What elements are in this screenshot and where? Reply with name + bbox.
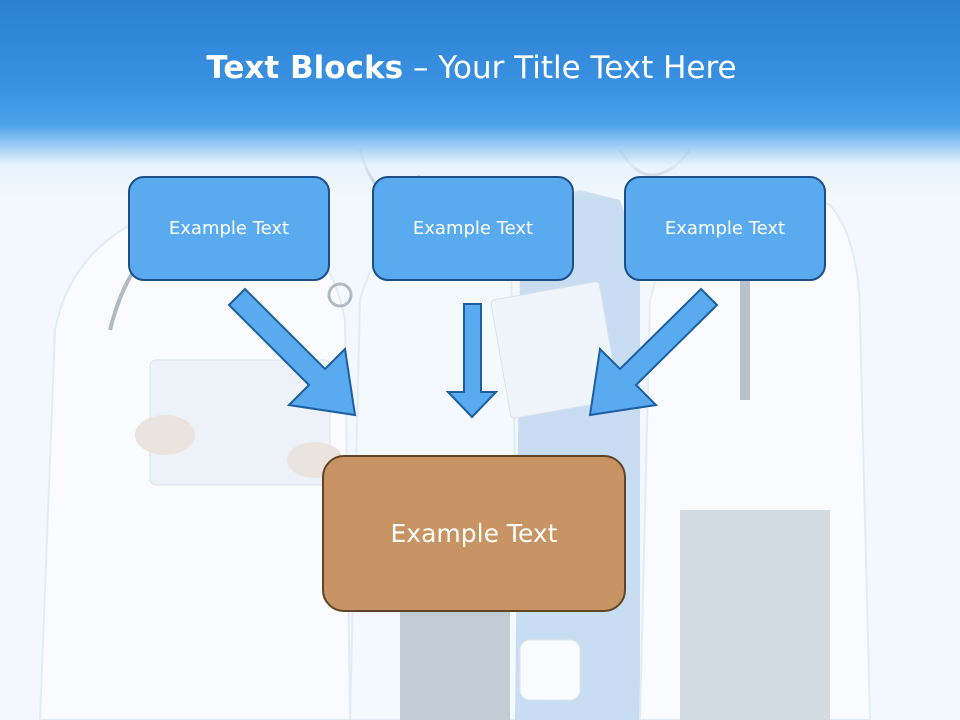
title-bold-text: Text Blocks bbox=[206, 50, 404, 86]
text-block-center-label: Example Text bbox=[412, 218, 534, 239]
text-block-left-label: Example Text bbox=[168, 218, 290, 239]
text-block-left[interactable]: Example Text bbox=[128, 176, 330, 281]
text-block-center[interactable]: Example Text bbox=[372, 176, 574, 281]
arrow-right-diagonal bbox=[588, 287, 719, 417]
slide-title: Text Blocks – Your Title Text Here bbox=[0, 50, 943, 86]
text-block-bottom-label: Example Text bbox=[390, 519, 558, 548]
arrow-left-diagonal bbox=[227, 287, 357, 417]
arrow-center-down bbox=[445, 303, 499, 419]
text-block-bottom[interactable]: Example Text bbox=[322, 455, 626, 612]
text-block-right[interactable]: Example Text bbox=[624, 176, 826, 281]
title-banner bbox=[0, 0, 960, 200]
title-rest-text: – Your Title Text Here bbox=[412, 50, 737, 86]
text-block-right-label: Example Text bbox=[664, 218, 786, 239]
